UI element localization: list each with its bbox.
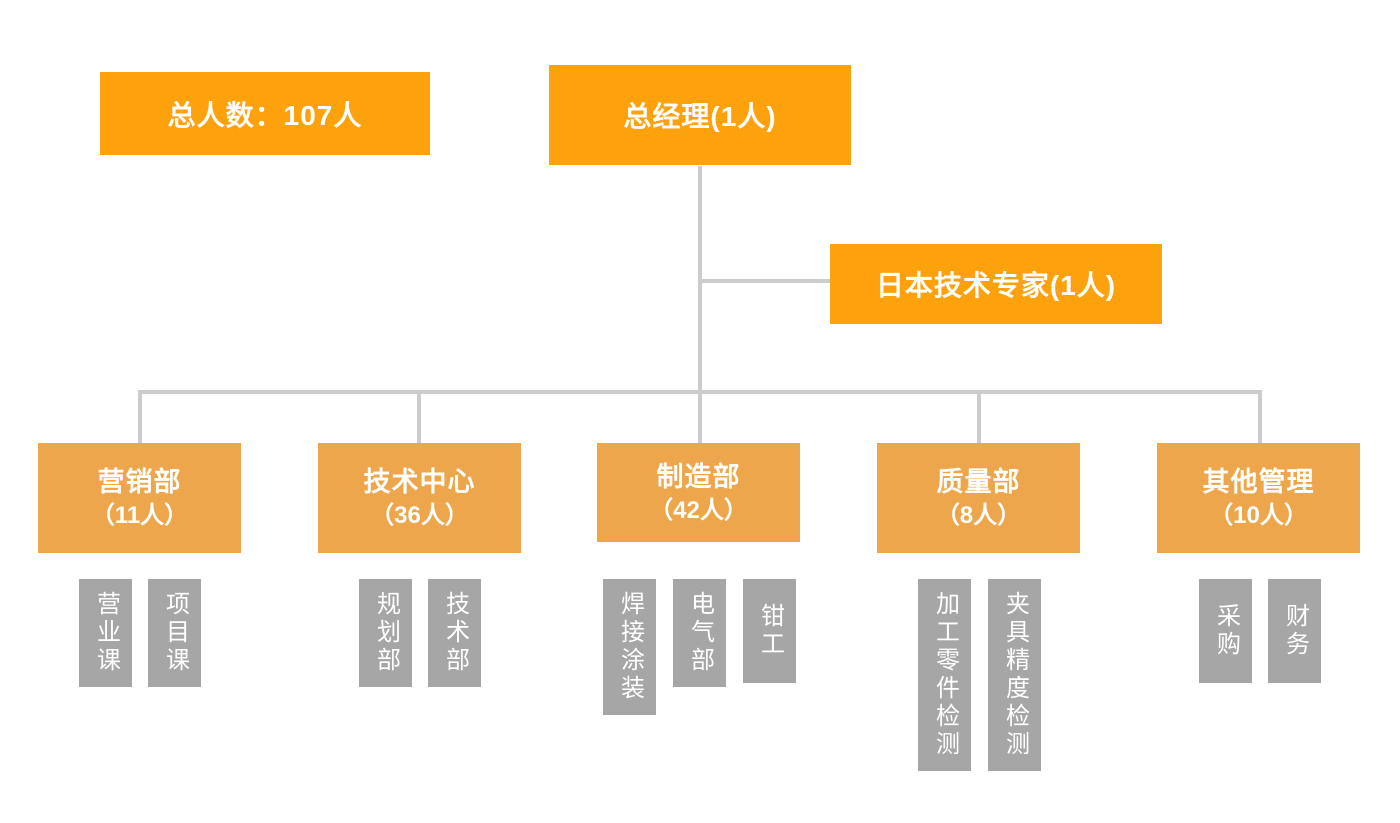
dept-name: 技术中心: [363, 467, 476, 497]
dept-box-marketing: 营销部 （11人）: [38, 443, 241, 553]
connector-main-horizontal: [138, 390, 1262, 394]
general-manager-box: 总经理(1人): [549, 65, 851, 165]
connector-stub-marketing: [138, 392, 142, 443]
sub-box-label: 钳工: [756, 603, 784, 659]
sub-box-planning-dept: 规划部: [359, 579, 412, 687]
sub-box-technology-dept: 技术部: [428, 579, 481, 687]
total-headcount-label: 总人数：107人: [167, 99, 363, 131]
sub-box-label: 财务: [1281, 603, 1309, 659]
sub-box-label: 焊接涂装: [616, 591, 644, 703]
dept-box-quality: 质量部 （8人）: [877, 443, 1080, 553]
dept-count: （36人）: [370, 502, 469, 529]
sub-box-label: 夹具精度检测: [1001, 591, 1029, 759]
dept-box-manufacturing: 制造部 （42人）: [597, 443, 800, 542]
dept-count: （11人）: [90, 502, 189, 529]
connector-stub-quality: [977, 392, 981, 443]
sub-box-electrical-dept: 电气部: [673, 579, 726, 687]
sub-box-finance: 财务: [1268, 579, 1321, 683]
dept-name: 营销部: [97, 467, 182, 497]
sub-box-label: 营业课: [92, 591, 120, 675]
connector-stub-tech-center: [417, 392, 421, 443]
sub-box-sales-section: 营业课: [79, 579, 132, 687]
dept-box-tech-center: 技术中心 （36人）: [318, 443, 521, 553]
sub-box-label: 电气部: [686, 591, 714, 675]
sub-box-label: 规划部: [372, 591, 400, 675]
japan-expert-label: 日本技术专家(1人): [875, 270, 1117, 301]
dept-name: 制造部: [656, 461, 741, 492]
connector-stub-other-mgmt: [1258, 392, 1262, 443]
sub-box-label: 采购: [1212, 603, 1240, 659]
sub-box-fixture-precision-inspection: 夹具精度检测: [988, 579, 1041, 771]
sub-box-welding-painting: 焊接涂装: [603, 579, 656, 715]
connector-advisor-branch: [702, 279, 830, 283]
dept-box-other-mgmt: 其他管理 （10人）: [1157, 443, 1360, 553]
japan-expert-box: 日本技术专家(1人): [830, 244, 1162, 324]
connector-root-vertical: [698, 166, 702, 443]
sub-box-label: 项目课: [161, 591, 189, 675]
sub-box-fitter: 钳工: [743, 579, 796, 683]
total-headcount-box: 总人数：107人: [100, 72, 430, 155]
sub-box-label: 技术部: [441, 591, 469, 675]
general-manager-label: 总经理(1人): [623, 101, 777, 132]
dept-name: 其他管理: [1202, 467, 1315, 497]
sub-box-machined-parts-inspection: 加工零件检测: [918, 579, 971, 771]
dept-count: （42人）: [649, 496, 748, 524]
sub-box-procurement: 采购: [1199, 579, 1252, 683]
dept-count: （10人）: [1209, 502, 1308, 529]
dept-count: （8人）: [935, 502, 1022, 529]
dept-name: 质量部: [936, 467, 1021, 497]
sub-box-project-section: 项目课: [148, 579, 201, 687]
sub-box-label: 加工零件检测: [931, 591, 959, 759]
